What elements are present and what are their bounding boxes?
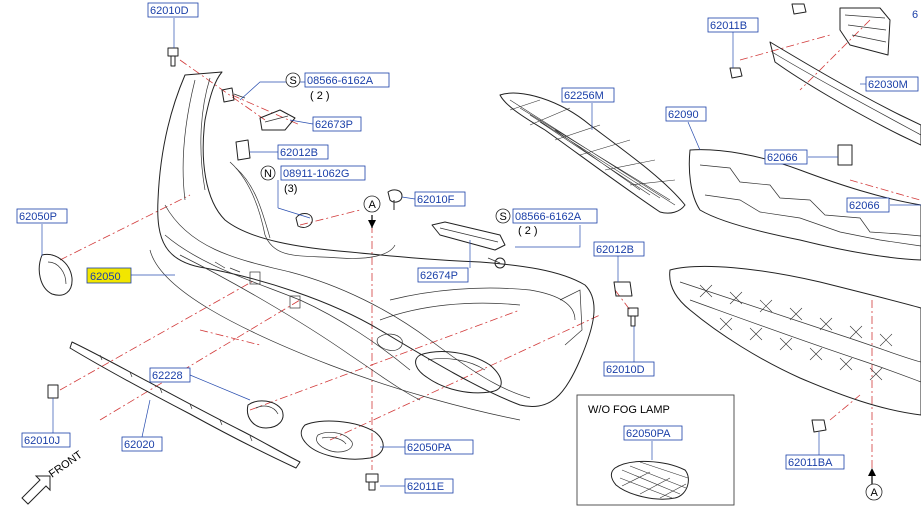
undercover [669, 265, 921, 416]
label-62011b: 62011B [710, 20, 747, 32]
tow-hook-cover [246, 400, 284, 429]
label-62050pa: 62050PA [407, 442, 452, 454]
label-62011e: 62011E [407, 481, 444, 493]
bracket-62674p [431, 221, 506, 269]
symbol-n: N [264, 168, 272, 180]
front-indicator: FRONT [21, 449, 85, 505]
fasteners [47, 3, 853, 491]
label-62050pa-inset: 62050PA [626, 428, 671, 440]
inset-wo-fog-lamp: W/O FOG LAMP [576, 394, 735, 506]
label-62050p: 62050P [19, 211, 57, 223]
leader-lines [41, 18, 921, 487]
symbols: S N A S A [260, 72, 883, 501]
label-62020: 62020 [124, 439, 155, 451]
label-cutoff-edge: 6 [912, 9, 918, 21]
reinforcement-62030m [769, 7, 921, 146]
qty-2-b: ( 2 ) [518, 225, 538, 237]
symbol-s-2: S [500, 211, 507, 223]
qty-3: (3) [284, 183, 297, 195]
bumper-cover [149, 71, 595, 421]
inset-title: W/O FOG LAMP [588, 404, 670, 416]
label-62228: 62228 [152, 370, 183, 382]
symbol-a-1: A [369, 199, 377, 211]
grille-mesh [499, 92, 686, 214]
centerlines [59, 19, 921, 470]
part-labels: 62010D 08566-6162A ( 2 ) 62673P 62012B 0… [16, 2, 919, 494]
label-62050-highlighted: 62050 [90, 271, 121, 283]
label-62674p: 62674P [420, 270, 458, 282]
label-62030m: 62030M [868, 79, 908, 91]
side-cover-62050p [38, 253, 73, 296]
label-08911: 08911-1062G [283, 168, 349, 180]
symbol-s-1: S [290, 75, 297, 87]
label-62256m: 62256M [564, 90, 604, 102]
label-08566-a: 08566-6162A [307, 75, 374, 87]
label-62673p: 62673P [315, 119, 353, 131]
energy-absorber-62090 [688, 149, 921, 261]
label-62010j: 62010J [24, 435, 60, 447]
label-62066-a: 62066 [767, 152, 798, 164]
label-62066-b: 62066 [849, 200, 880, 212]
label-62012b-2: 62012B [596, 244, 634, 256]
label-62090: 62090 [668, 109, 699, 121]
fog-bezel [300, 420, 384, 460]
label-62010d: 62010D [150, 5, 189, 17]
label-62010f: 62010F [417, 194, 455, 206]
label-62011ba: 62011BA [788, 457, 833, 469]
label-62010d-2: 62010D [606, 364, 645, 376]
label-62012b-1: 62012B [280, 147, 318, 159]
qty-2-a: ( 2 ) [310, 90, 330, 102]
upper-brackets [229, 109, 396, 259]
symbol-a-2: A [871, 487, 879, 499]
lower-garnish [69, 341, 301, 469]
label-08566-b: 08566-6162A [515, 211, 582, 223]
front-label: FRONT [47, 449, 85, 481]
